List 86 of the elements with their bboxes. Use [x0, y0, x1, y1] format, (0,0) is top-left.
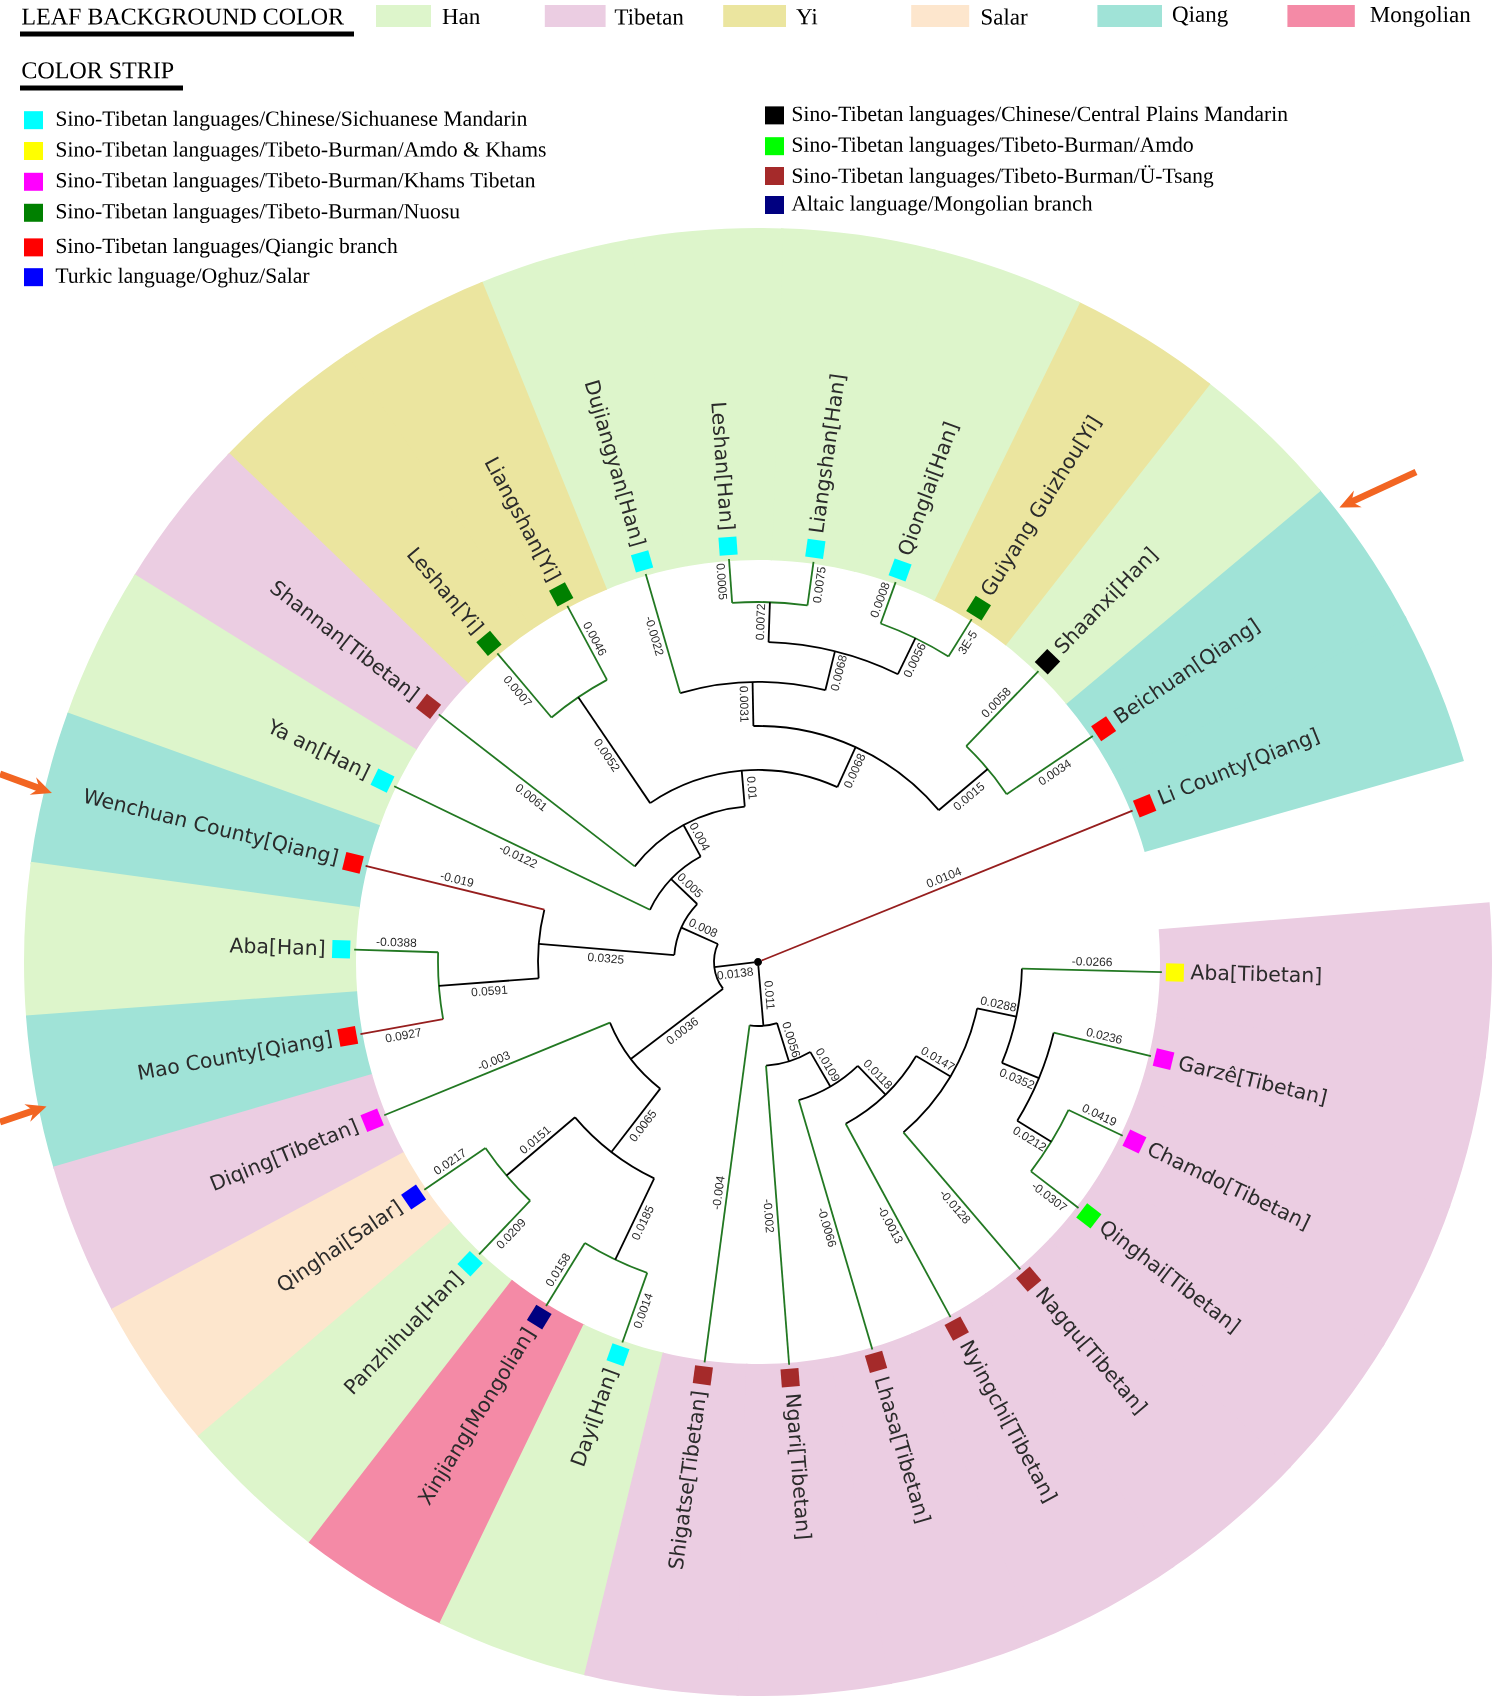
tree-branch [423, 1147, 487, 1191]
tree-branch [760, 809, 1134, 962]
tree-bracket [748, 1022, 778, 1027]
tree-branch [976, 1007, 1018, 1018]
legend-heading: LEAF BACKGROUND COLOR [22, 8, 344, 25]
tree-branch [621, 1271, 649, 1344]
legend-text: Sino-Tibetan languages/Tibeto-Burman/Khams Tibetan [56, 172, 536, 192]
tree-bracket [844, 1055, 918, 1125]
tree-branch [438, 977, 540, 987]
tree-branch [610, 1087, 662, 1153]
legend-text: Sino-Tibetan languages/Tibeto-Burman/Amdo [792, 136, 1193, 157]
tree-branch [393, 785, 651, 911]
legend-text: Yi [796, 9, 818, 25]
tree-bracket [437, 951, 445, 1020]
tree-branch [757, 965, 765, 1027]
tree-branch [776, 1022, 790, 1063]
legend-text: Salar [981, 8, 1028, 25]
legend-text: Sino-Tibetan languages/Tibeto-Burman/Amdo & Khams [56, 141, 546, 162]
tree-branch [644, 573, 682, 694]
tree-branch [545, 1242, 586, 1307]
tree-branch [1052, 1031, 1152, 1057]
legend-text: Sino-Tibetan languages/Qiangic branch [56, 237, 398, 258]
tree-bracket [550, 678, 608, 719]
tree-branch [353, 948, 440, 954]
tree-branch [713, 961, 755, 968]
tree-bracket [584, 1242, 649, 1274]
tree-branch [577, 696, 652, 804]
legend-text: Sino-Tibetan languages/Tibeto-Burman/Nuosu [56, 203, 460, 223]
tree-branch [806, 560, 815, 607]
tree-branch [965, 670, 1040, 747]
tree-branch [680, 926, 719, 945]
tree-branch [897, 637, 917, 676]
legend-text: Qiang [1172, 6, 1228, 27]
tree-bracket [902, 1007, 979, 1134]
tree-branch [836, 746, 857, 789]
legend-text: Tibetan [614, 8, 684, 25]
legend-text: Mongolian [1370, 6, 1471, 28]
tree-branch [740, 769, 746, 808]
tree-branch [682, 824, 702, 858]
tree-bracket [731, 601, 809, 607]
tree-branch [937, 768, 989, 812]
tree-branch [879, 581, 897, 625]
tree-branch [767, 601, 771, 644]
tree-branch [915, 1055, 952, 1078]
tree-branch [537, 942, 676, 956]
tree-branch [1001, 1062, 1040, 1080]
legend-text: Sino-Tibetan languages/Chinese/Central Plains Mandarin [792, 105, 1288, 126]
tree-branch [844, 1122, 952, 1319]
legend-text: Sino-Tibetan languages/Chinese/Sichuanese Mandarin [56, 110, 528, 131]
tree-branch [856, 1064, 887, 1096]
legend-text: Turkic language/Oghuz/Salar [55, 267, 310, 288]
tree-branch [496, 652, 553, 719]
tree-branch [383, 1021, 611, 1117]
tree-branch [1021, 967, 1163, 974]
tree-branch [364, 865, 546, 911]
tree-branch [1005, 735, 1094, 796]
tree-branch [1030, 1170, 1080, 1209]
tree-branch [809, 1051, 832, 1088]
tree-branch [505, 1116, 576, 1177]
leaf-label: Aba[Tibetan] [1156, 902, 1492, 1059]
tree-branch [566, 604, 608, 681]
legend-text: Sino-Tibetan languages/Tibeto-Burman/Ü-Tsang [792, 165, 1214, 188]
tree-branch [765, 1064, 791, 1366]
tree-branch [670, 878, 699, 905]
tree-branch [728, 558, 734, 604]
tree-branch [703, 1024, 751, 1364]
legend-text: Han [442, 8, 480, 25]
tree-branch [437, 713, 636, 868]
tree-branch [751, 681, 755, 727]
tree-branch [478, 1199, 532, 1256]
tree-branch [614, 1177, 656, 1261]
tree-bracket [649, 769, 839, 804]
tree-bracket [537, 908, 546, 980]
tree-bracket [633, 805, 746, 868]
tree-bracket [609, 1021, 662, 1090]
tree-branch [1067, 1109, 1124, 1137]
tree-branch [947, 618, 973, 658]
tree-branch [1016, 1119, 1053, 1143]
tree-branch [797, 1099, 874, 1351]
legend-heading: COLOR STRIP [22, 62, 174, 79]
tree-branch [902, 1131, 1022, 1271]
tree-bracket [649, 855, 702, 911]
tree-branch [629, 987, 724, 1060]
tree-branch [359, 1018, 445, 1035]
tree-branch [824, 650, 836, 692]
legend-text: Altaic language/Mongolian branch [791, 195, 1093, 216]
